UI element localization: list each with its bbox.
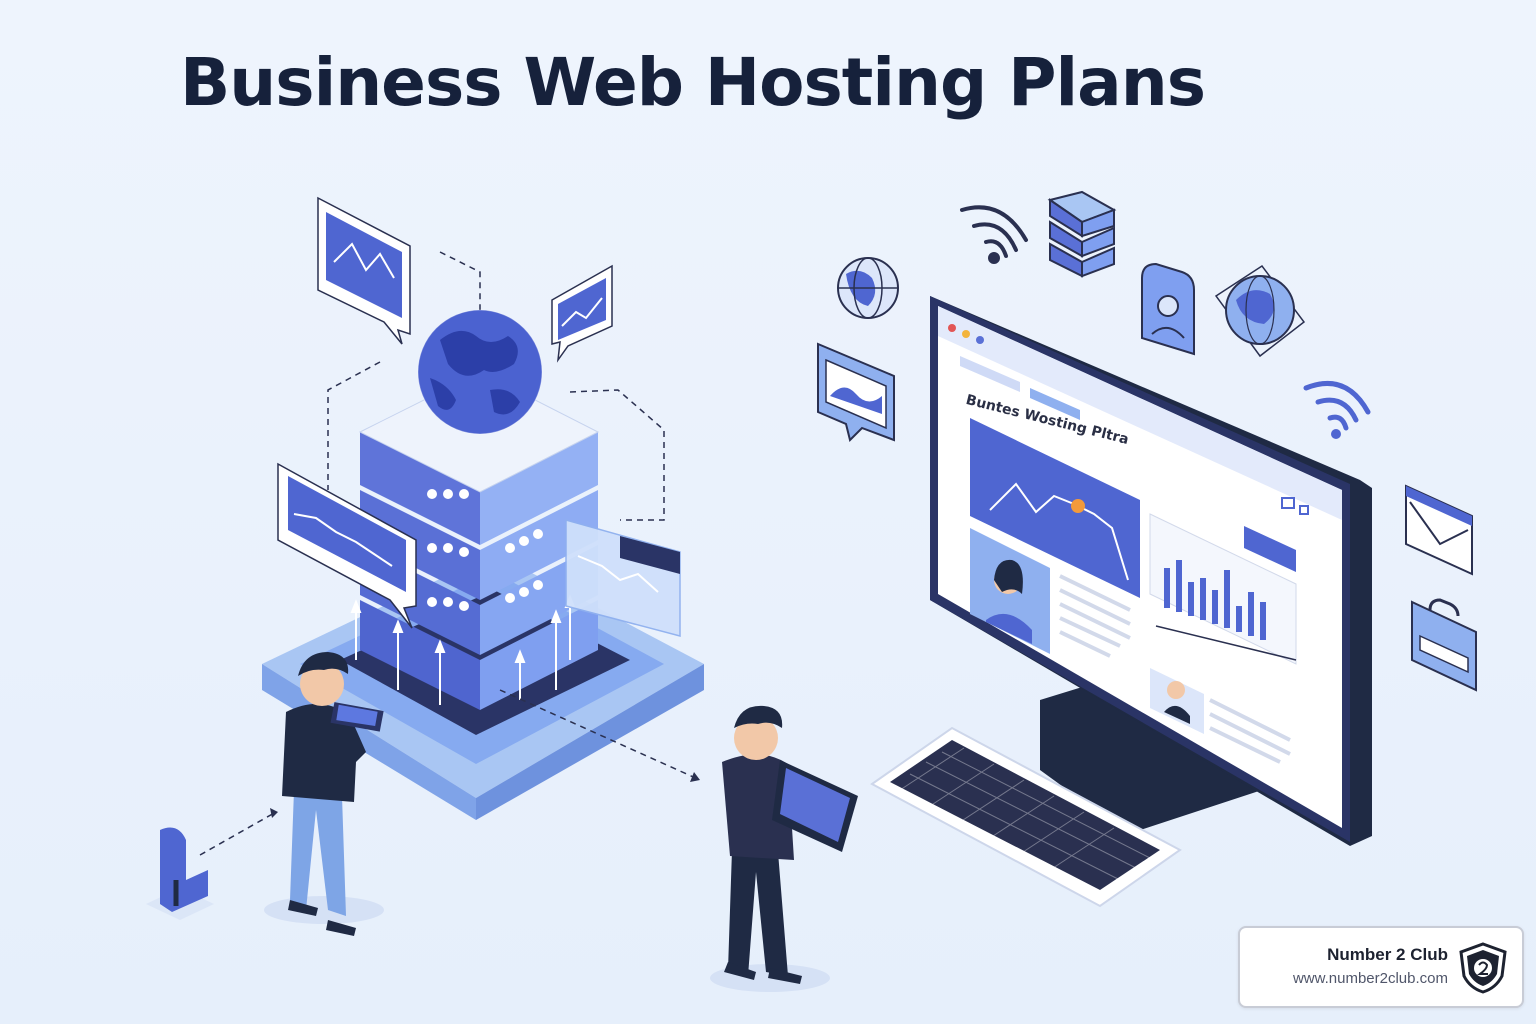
page-title: Business Web Hosting Plans [180,44,1206,121]
image-icon [817,342,895,442]
chart-icon [551,264,613,363]
user-profile-icon [1141,262,1195,356]
brand-name: Number 2 Club [1327,945,1448,964]
globe-icon [1214,264,1306,358]
globe-icon [417,309,543,435]
monitor [930,296,1372,846]
chair-icon [146,827,214,920]
keyboard [870,726,1182,908]
chart-icon [565,519,681,637]
wifi-icon [1303,380,1371,439]
shield-logo-icon [1459,942,1507,994]
person-with-laptop [710,705,858,992]
wifi-icon [960,205,1028,264]
brand-url: www.number2club.com [1292,970,1448,987]
server-stack-icon [1047,190,1117,278]
globe-icon [837,257,899,319]
briefcase-icon [1411,598,1477,692]
person-with-tablet [264,652,384,936]
chart-icon [277,462,417,629]
mail-icon [1405,484,1473,576]
chart-icon [317,196,411,345]
brand-badge[interactable]: Number 2 Club www.number2club.com [1238,926,1524,1008]
